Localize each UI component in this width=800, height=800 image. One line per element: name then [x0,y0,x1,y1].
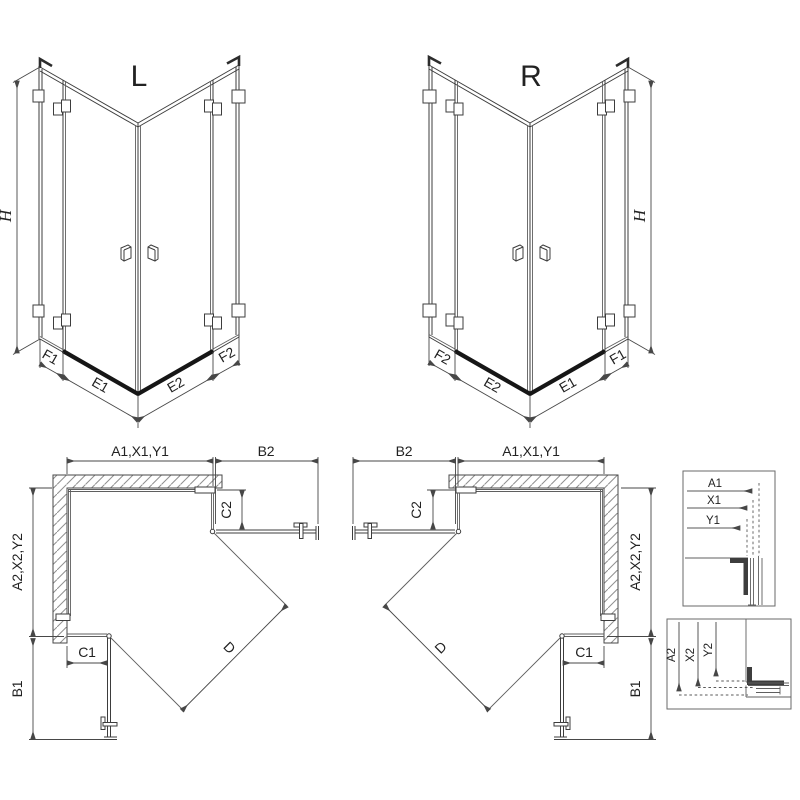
view-label-left: L [131,60,148,93]
hinge-fittings-left-view [32,89,246,330]
dim-label-f2-right-view: F2 [432,346,454,368]
dim-label-c2-right-plan: C2 [408,501,424,519]
dim-label-b2-left-plan: B2 [258,443,275,459]
view-label-right: R [520,60,542,93]
dim-label-a2-left-plan: A2,X2,Y2 [9,533,25,591]
detail-label-x2: X2 [685,648,697,662]
dim-label-f1-left-view: F1 [40,346,62,368]
dim-label-a1-right-plan: A1,X1,Y1 [502,443,560,459]
dim-label-c2-left-plan: C2 [218,501,234,519]
dim-label-e2-left-view: E2 [164,373,187,395]
dim-label-d-right-plan: D [431,638,449,656]
detail-width-box: A1 X1 Y1 [682,470,776,607]
plan-right-view: D B2 A1,X1,Y1 C2 A2,X2,Y2 B1 C1 [352,443,656,740]
dim-label-f2-left-view: F2 [216,344,238,366]
dim-label-a2-right-plan: A2,X2,Y2 [627,533,643,591]
door-handles-right-view [512,244,551,262]
wall-section-right-plan [448,474,619,644]
dim-label-c1-right-plan: C1 [575,644,593,660]
dim-label-d-left-plan: D [220,638,238,656]
hinge-fittings-right-view [422,89,636,330]
detail-label-y1: Y1 [706,515,720,527]
dim-label-b1-right-plan: B1 [627,680,643,697]
dim-label-f1-right-view: F1 [607,346,629,368]
dim-label-h-right-view: H [630,208,649,223]
detail-label-a1: A1 [708,478,722,490]
dim-label-e1-right-view: E1 [556,373,579,395]
dim-label-e2-right-view: E2 [481,374,504,396]
dim-label-b1-left-plan: B1 [9,680,25,697]
detail-label-x1: X1 [707,495,721,507]
door-handles-left-view [120,244,159,262]
dim-label-a1-left-plan: A1,X1,Y1 [111,443,169,459]
wall-section-left-plan [52,474,223,644]
detail-label-a2: A2 [666,648,678,662]
plan-left-view: D A1,X1,Y1 B2 C2 A2,X2,Y2 B1 C1 [9,443,319,740]
detail-label-y2: Y2 [703,643,715,657]
iso-left-view: L [0,54,246,428]
dim-label-h-left-view: H [0,208,15,223]
dim-label-e1-left-view: E1 [89,374,112,396]
dim-label-c1-left-plan: C1 [78,644,96,660]
dim-label-b2-right-plan: B2 [396,443,413,459]
iso-right-view: R H F2 E2 [422,54,656,428]
detail-depth-box: A2 X2 Y2 [666,618,792,710]
